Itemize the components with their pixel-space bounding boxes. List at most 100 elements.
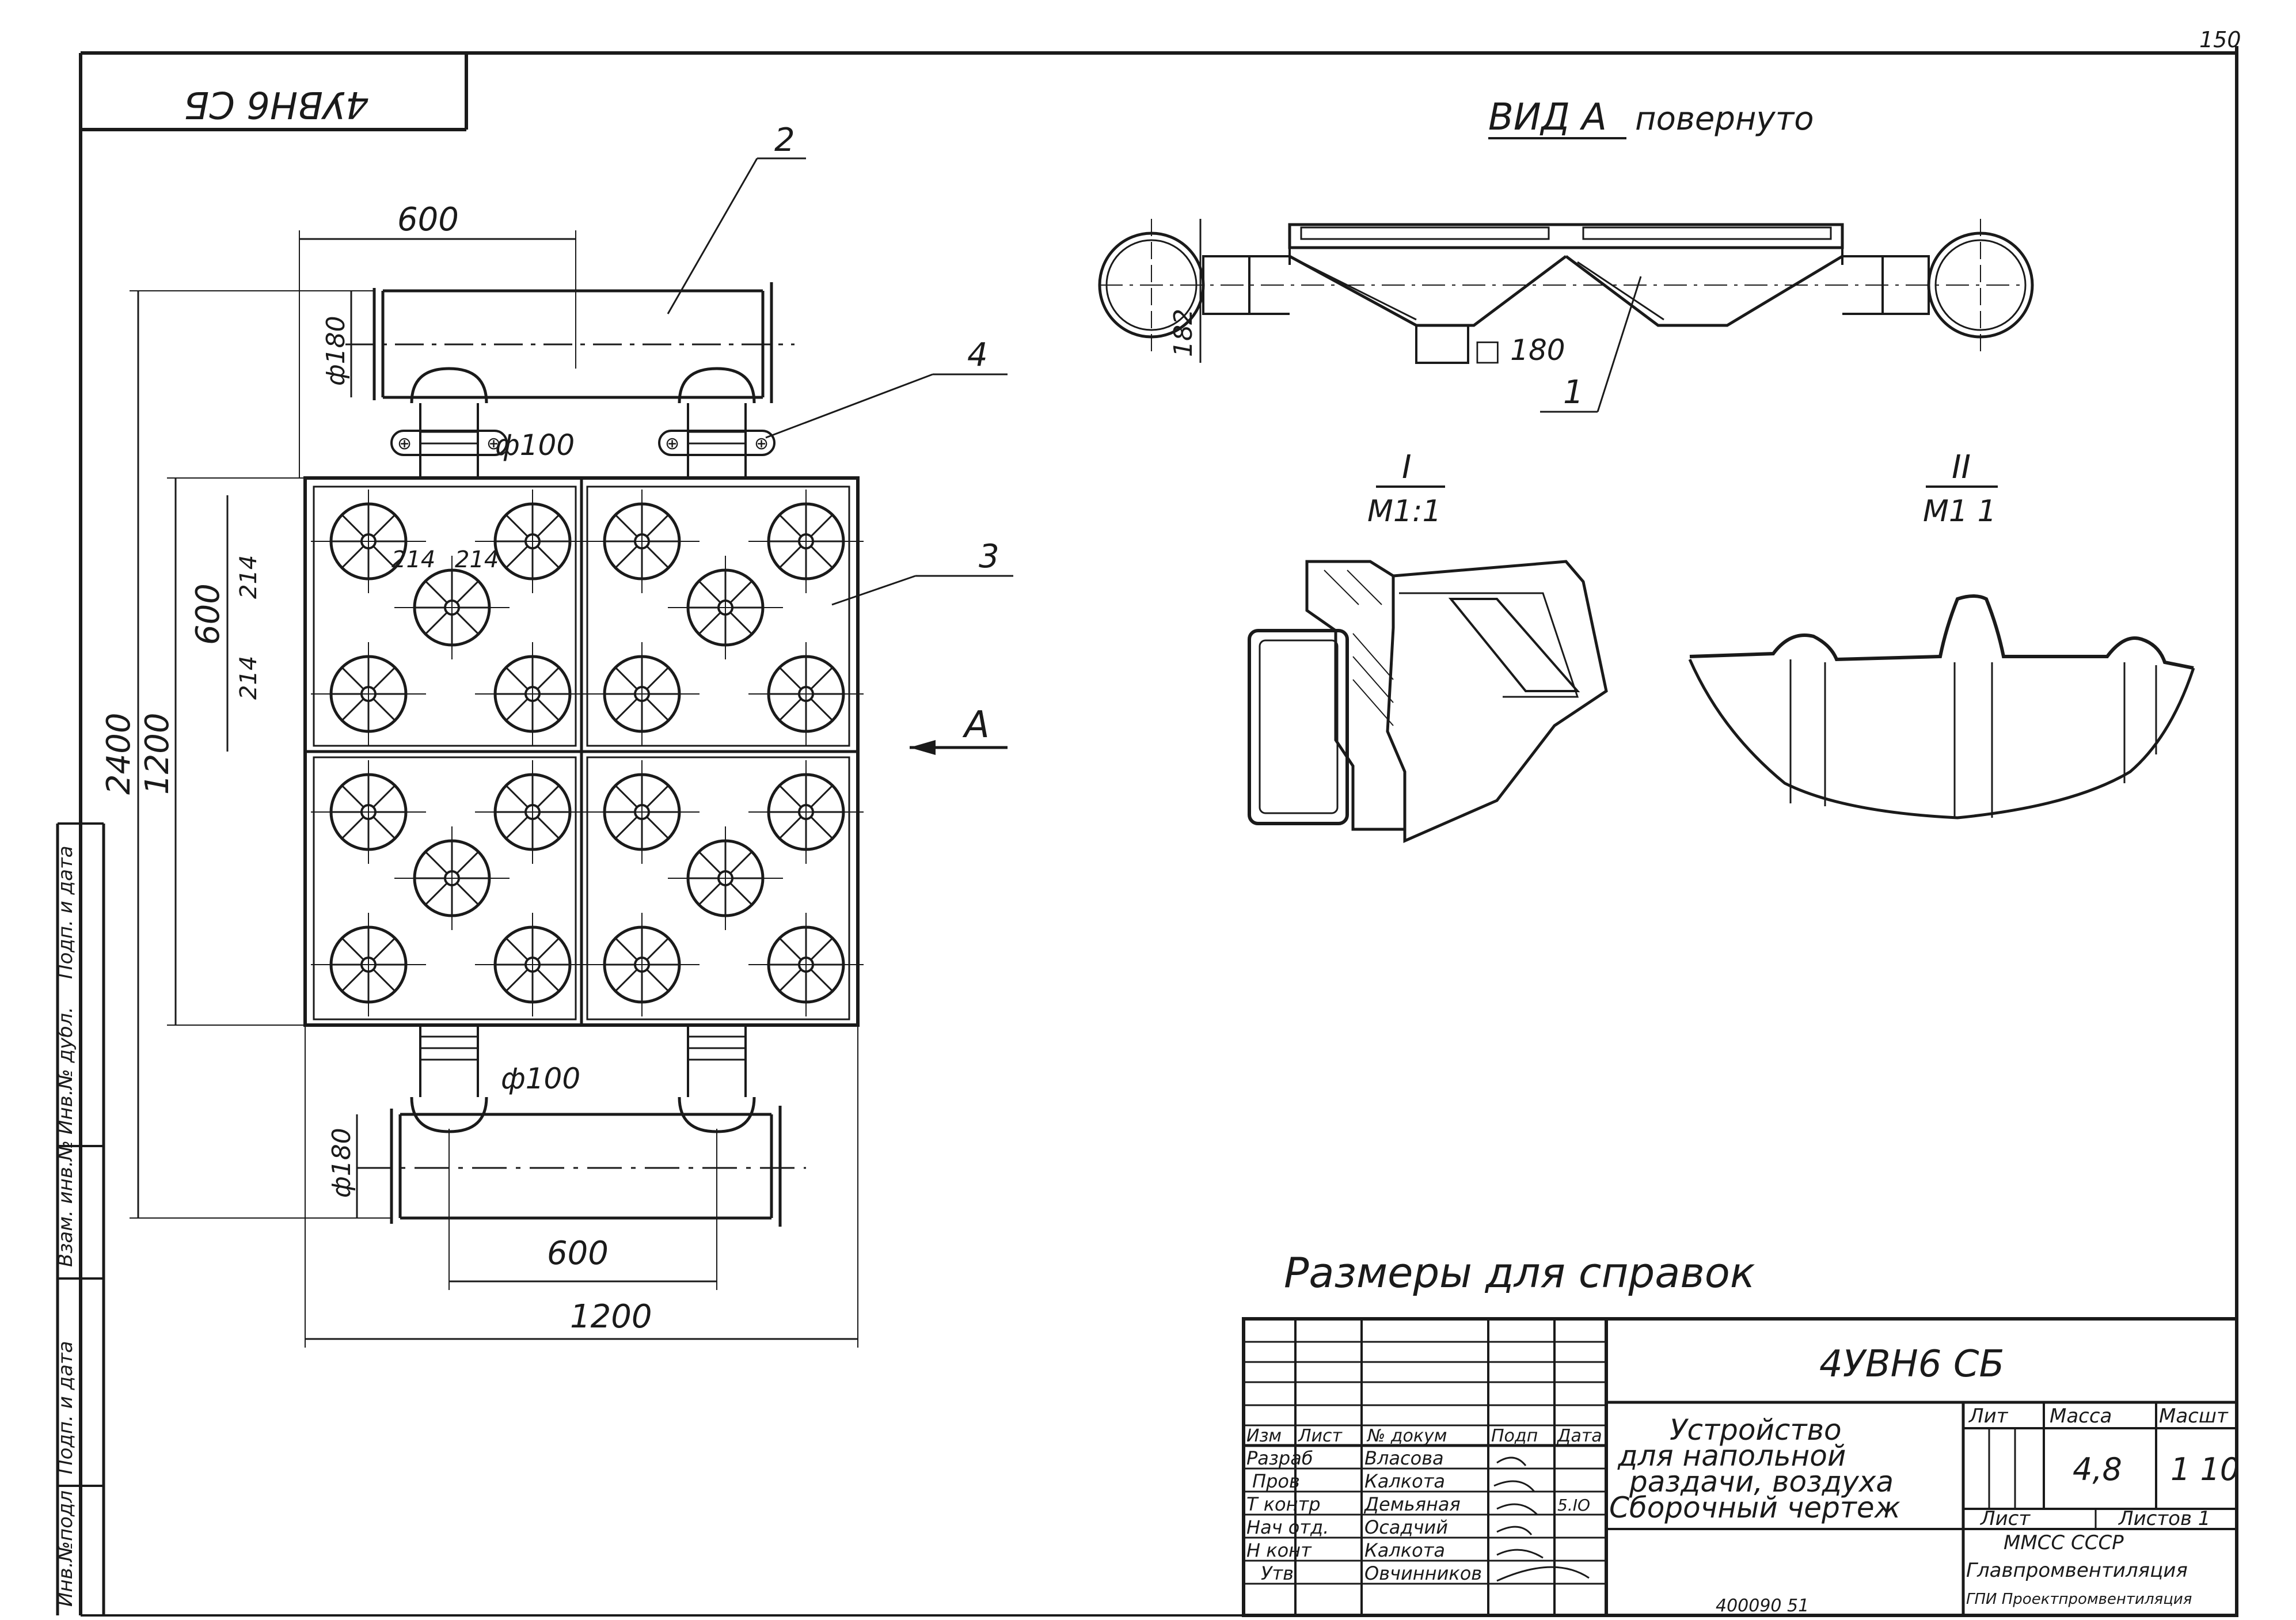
diffuser-nozzle-icon bbox=[475, 642, 590, 746]
diffuser-nozzle-icon bbox=[748, 642, 864, 746]
tb-sheet-label: Лист bbox=[1979, 1507, 2031, 1530]
view-a-title: ВИД А bbox=[1488, 96, 1607, 139]
section-2-scale: М1 1 bbox=[1923, 494, 1997, 529]
diffuser-nozzle-icon bbox=[584, 913, 700, 1016]
stamp-code-box: 4УВН6 СБ bbox=[81, 53, 468, 131]
diffuser-nozzle-icon bbox=[311, 490, 426, 593]
tb-role: Нач отд. bbox=[1246, 1516, 1329, 1538]
signature-scribble bbox=[1493, 1456, 1590, 1582]
tb-name-line4: Сборочный чертеж bbox=[1609, 1491, 1900, 1524]
section-2: II М1 1 bbox=[1688, 449, 2195, 820]
view-arrow-label: А bbox=[962, 704, 990, 746]
tb-name-line3: раздачи, воздуха bbox=[1629, 1465, 1894, 1498]
diffuser-nozzle-icon bbox=[311, 913, 426, 1016]
tb-name: Калкота bbox=[1364, 1470, 1445, 1492]
view-a-dim-height: 182 bbox=[1169, 309, 1198, 357]
section-1-scale: М1:1 bbox=[1367, 494, 1442, 529]
tb-name: Калкота bbox=[1364, 1539, 1445, 1561]
diffuser-nozzle-icon bbox=[748, 913, 864, 1016]
dim-214c: 214 bbox=[235, 555, 262, 599]
tb-header: Изм bbox=[1246, 1426, 1282, 1446]
callout-3: 3 bbox=[979, 538, 999, 575]
dim-bottom-600: 600 bbox=[547, 1235, 609, 1272]
clamp-screw-icon: ⊕ bbox=[486, 434, 501, 454]
nozzle-grid bbox=[311, 490, 864, 1016]
callout-2: 2 bbox=[774, 122, 795, 159]
tb-role: Н конт bbox=[1246, 1539, 1312, 1561]
diffuser-nozzle-icon bbox=[584, 642, 700, 746]
reference-note: Размеры для справок bbox=[1284, 1249, 1755, 1297]
plan-dimensions bbox=[130, 157, 1013, 1348]
plan-view: ⊕ ⊕ ⊕ ⊕ bbox=[100, 122, 1013, 1348]
diffuser-nozzle-icon bbox=[394, 826, 510, 930]
section-2-label: II bbox=[1952, 449, 1971, 486]
callout-4: 4 bbox=[967, 336, 988, 374]
tb-mass-value: 4,8 bbox=[2073, 1451, 2122, 1488]
tb-code: 4УВН6 СБ bbox=[1819, 1343, 2004, 1386]
side-stamp-cell: Инв.№ дубл. bbox=[54, 1007, 77, 1135]
tb-name: Власова bbox=[1364, 1447, 1444, 1469]
dim-2400-left: 2400 bbox=[100, 712, 138, 795]
diffuser-nozzle-icon bbox=[668, 826, 783, 930]
sheet-number: 150 bbox=[2199, 27, 2241, 52]
dim-top-600: 600 bbox=[397, 201, 459, 238]
side-stamp-cell: Инв.№подл bbox=[54, 1490, 77, 1607]
clamp-screw-icon: ⊕ bbox=[397, 434, 412, 454]
tb-header: Подп bbox=[1491, 1426, 1538, 1446]
dim-bottom-1200: 1200 bbox=[570, 1298, 652, 1336]
clamp-screw-icon: ⊕ bbox=[665, 434, 679, 454]
dim-phi180-bottom: ф180 bbox=[327, 1128, 356, 1198]
tb-scale-label: Масшт bbox=[2159, 1405, 2229, 1428]
diffuser-nozzle-icon bbox=[748, 490, 864, 593]
tb-header: № докум bbox=[1366, 1426, 1447, 1446]
tb-name: Осадчий bbox=[1364, 1516, 1448, 1538]
view-a-dim-square: □ 180 bbox=[1474, 333, 1565, 367]
side-stamp-cell: Подп. и дата bbox=[54, 845, 77, 979]
dim-1200-left: 1200 bbox=[139, 712, 176, 795]
tb-mass-label: Масса bbox=[2050, 1405, 2112, 1428]
dim-214b: 214 bbox=[455, 547, 499, 573]
tb-role: Т контр bbox=[1246, 1493, 1321, 1515]
diffuser-nozzle-icon bbox=[394, 556, 510, 659]
tb-org-line1: ММСС СССР bbox=[2004, 1531, 2124, 1554]
tb-name: Овчинников bbox=[1364, 1562, 1482, 1584]
tb-header: Дата bbox=[1556, 1426, 1602, 1446]
diffuser-nozzle-icon bbox=[668, 556, 783, 659]
tb-role: Пров bbox=[1252, 1470, 1300, 1492]
dim-214a: 214 bbox=[391, 547, 435, 573]
diffuser-nozzle-icon bbox=[748, 760, 864, 864]
diffuser-nozzle-icon bbox=[584, 760, 700, 864]
tb-name: Демьяная bbox=[1363, 1493, 1461, 1515]
dim-600-left: 600 bbox=[189, 583, 227, 645]
tb-date: 5.IO bbox=[1557, 1496, 1590, 1515]
diffuser-nozzle-icon bbox=[311, 642, 426, 746]
stamp-code-text: 4УВН6 СБ bbox=[184, 83, 368, 126]
diffuser-nozzle-icon bbox=[475, 913, 590, 1016]
diffuser-nozzle-icon bbox=[311, 760, 426, 864]
tb-doc-number: 400090 51 bbox=[1716, 1596, 1809, 1616]
side-stamp-cell: Подп. и дата bbox=[54, 1341, 77, 1474]
diffuser-nozzle-icon bbox=[475, 760, 590, 864]
section-1-label: I bbox=[1402, 449, 1412, 486]
dim-phi100-bottom: ф100 bbox=[501, 1062, 580, 1095]
tb-scale-value: 1 10 bbox=[2170, 1451, 2240, 1488]
dim-phi100-top: ф100 bbox=[495, 428, 575, 462]
top-manifold: ⊕ ⊕ ⊕ ⊕ bbox=[345, 282, 795, 478]
title-block: Изм Лист № докум Подп Дата Разраб Власов… bbox=[1242, 1317, 2240, 1617]
tb-org-line3: ГПИ Проектпромвентиляция bbox=[1966, 1591, 2192, 1608]
tb-org-line2: Главпромвентиляция bbox=[1966, 1559, 2188, 1582]
tb-sheets-label: Листов 1 bbox=[2118, 1507, 2210, 1530]
view-a-callout-1: 1 bbox=[1563, 374, 1584, 411]
bottom-manifold bbox=[357, 1025, 806, 1227]
tb-header: Лист bbox=[1298, 1426, 1343, 1446]
diffuser-nozzle-icon bbox=[584, 490, 700, 593]
tb-role: Утв bbox=[1261, 1562, 1294, 1584]
tb-name-line1: Устройство bbox=[1670, 1413, 1842, 1447]
dim-phi180-top: ф180 bbox=[321, 316, 351, 386]
view-a: ВИД А повернуто 182 □ 180 bbox=[1098, 96, 2034, 413]
dim-214d: 214 bbox=[235, 656, 262, 700]
diffuser-nozzle-icon bbox=[475, 490, 590, 593]
side-stamp-cell: Взам. инв.№ bbox=[54, 1140, 77, 1267]
section-1: I М1:1 bbox=[1248, 449, 1608, 843]
